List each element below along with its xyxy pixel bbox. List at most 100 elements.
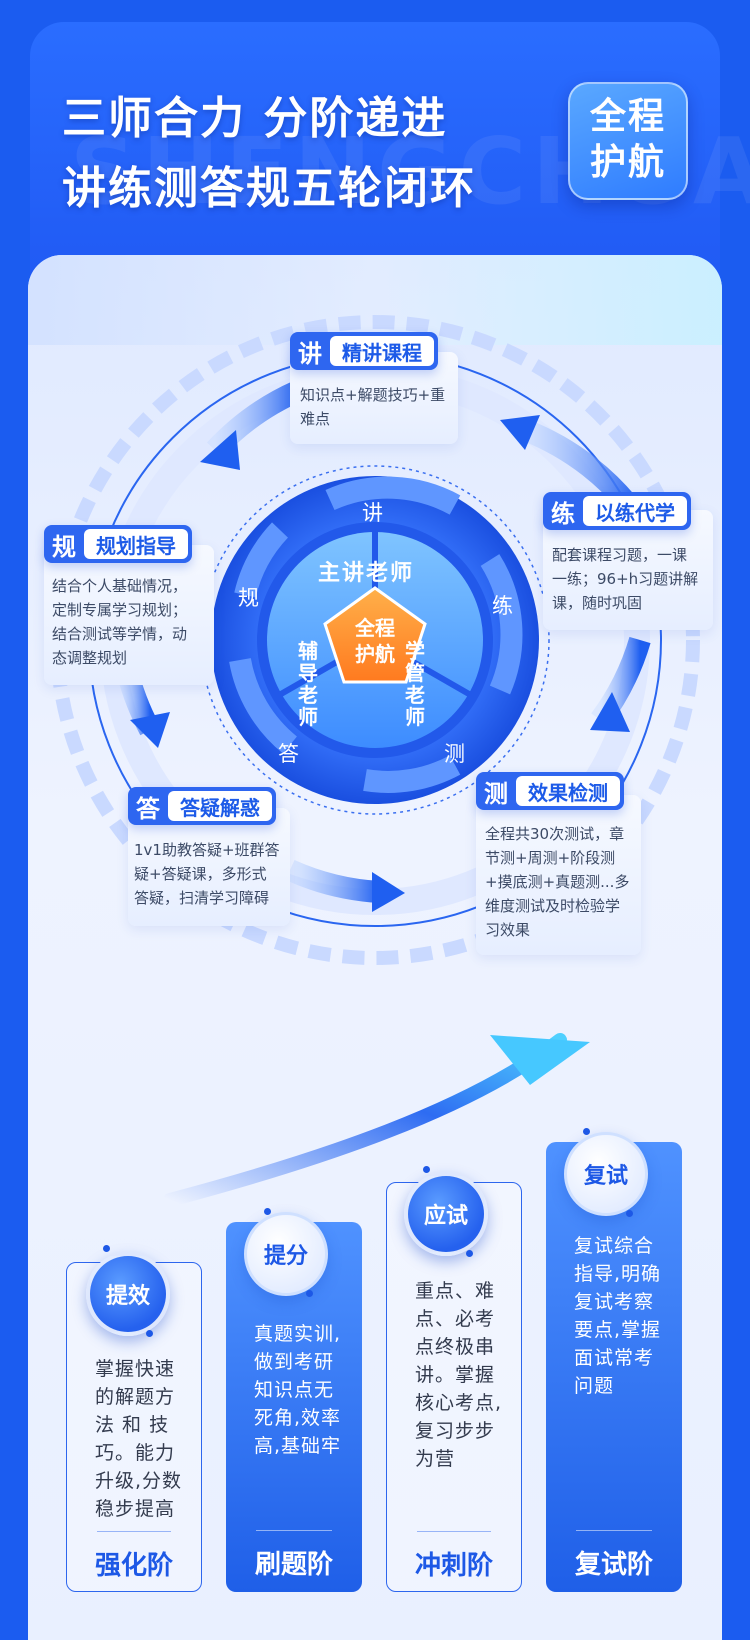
stage-line: 复试考察 — [574, 1291, 655, 1313]
card-line: 知识点+解题技巧+重 — [300, 386, 446, 404]
card-da-text: 1v1助教答疑+班群答 疑+答疑课，多形式 答疑，扫清学习障碍 — [134, 838, 294, 910]
card-gui-text: 结合个人基础情况， 定制专属学习规划； 结合测试等学情，动 态调整规划 — [52, 574, 217, 670]
card-line: 答疑，扫清学习障碍 — [134, 889, 270, 907]
ring-label-gui: 规 — [238, 586, 259, 610]
stage-divider — [576, 1530, 652, 1531]
swoosh-arrow — [163, 1033, 567, 1207]
stage-description: 复试综合 指导,明确 复试考察 要点,掌握 面试常考 问题 — [574, 1232, 666, 1400]
card-lian-text: 配套课程习题，一课 一练；96+h习题讲解 课，随时巩固 — [552, 543, 714, 615]
stage-description: 掌握快速 的解题方 法 和 技 巧。能力 升级,分数 稳步提高 — [95, 1355, 183, 1523]
bubble-dot — [466, 1250, 473, 1257]
arrow-left-head — [130, 712, 170, 748]
card-line: +摸底测+真题测...多 — [485, 873, 630, 891]
card-line: 疑+答疑课，多形式 — [134, 865, 267, 883]
stage-line: 重点、难 — [415, 1280, 496, 1302]
card-line: 结合个人基础情况， — [52, 577, 188, 595]
bubble-dot — [583, 1128, 590, 1135]
stage-name: 复试阶 — [574, 1550, 653, 1580]
stage-divider — [256, 1530, 332, 1531]
bubble-dot — [626, 1210, 633, 1217]
card-jiang-char: 讲 — [298, 339, 322, 368]
swoosh-arrow-head — [490, 1035, 590, 1085]
stage-line: 升级,分数 — [95, 1470, 183, 1492]
stage-line: 死角,效率 — [254, 1407, 342, 1429]
card-gui — [44, 545, 214, 685]
card-da-char: 答 — [136, 794, 160, 823]
segment-tutor: 辅导老师 — [298, 639, 318, 729]
disc-arrow-5 — [234, 522, 289, 598]
stage-line: 为营 — [415, 1448, 456, 1470]
arrow-top-left-head — [200, 430, 240, 470]
arrow-bottom-head — [372, 872, 405, 912]
header-badge-line-1: 全程 — [589, 96, 666, 137]
card-da-pill: 答疑解惑 — [168, 791, 272, 821]
step-bubble-tixiao: 提效 — [86, 1252, 170, 1336]
card-ce-pill: 效果检测 — [516, 776, 620, 806]
arrow-right-head — [590, 692, 630, 732]
segment-study-manager: 学管老师 — [405, 639, 425, 729]
card-line: 态调整规划 — [52, 649, 128, 667]
card-jiang-pill: 精讲课程 — [330, 336, 434, 366]
stage-name: 刷题阶 — [254, 1550, 333, 1580]
stage-line: 点终极串 — [415, 1336, 496, 1358]
card-line: 节测+周测+阶段测 — [485, 849, 616, 867]
center-label-line-1: 全程 — [355, 616, 395, 640]
card-line: 1v1助教答疑+班群答 — [134, 841, 280, 859]
stage-line: 面试常考 — [574, 1347, 655, 1369]
card-da-title: 答 答疑解惑 — [128, 787, 276, 825]
card-lian — [543, 510, 713, 630]
disc-arrow-3 — [363, 755, 461, 793]
stage-line: 要点,掌握 — [574, 1319, 662, 1341]
center-label-line-2: 护航 — [355, 642, 395, 666]
stage-line: 巧。能力 — [95, 1442, 176, 1464]
card-line: 维度测试及时检验学 — [485, 897, 621, 915]
stage-line: 指导,明确 — [574, 1263, 662, 1285]
headline-line-1: 三师合力 分阶递进 — [62, 93, 448, 144]
bubble-dot — [146, 1330, 153, 1337]
card-gui-pill: 规划指导 — [84, 529, 188, 559]
card-lian-char: 练 — [551, 499, 575, 528]
ring-label-lian: 练 — [492, 594, 513, 618]
card-lian-pill: 以练代学 — [583, 496, 687, 526]
disc-arrow-1 — [325, 476, 461, 515]
ring-label-jiang: 讲 — [362, 501, 383, 525]
bubble-dot — [306, 1290, 313, 1297]
card-jiang-title: 讲 精讲课程 — [290, 332, 438, 370]
card-ce — [476, 795, 641, 955]
panel-top-glow — [28, 255, 722, 345]
card-gui-title: 规 规划指导 — [44, 525, 192, 563]
disc-arrow-4 — [229, 657, 298, 754]
stage-line: 核心考点, — [415, 1392, 503, 1414]
card-line: 难点 — [300, 410, 331, 428]
stage-divider — [97, 1531, 171, 1532]
ring-label-da: 答 — [278, 742, 299, 766]
card-line: 课，随时巩固 — [552, 594, 643, 612]
stage-divider — [417, 1531, 491, 1532]
bubble-dot — [423, 1166, 430, 1173]
stage-line: 稳步提高 — [95, 1498, 176, 1520]
stage-column-retest: 复试综合 指导,明确 复试考察 要点,掌握 面试常考 问题 复试阶 — [546, 1142, 682, 1592]
stage-line: 复习步步 — [415, 1420, 496, 1442]
stage-name: 冲刺阶 — [414, 1551, 493, 1581]
stage-line: 高,基础牢 — [254, 1435, 342, 1457]
card-line: 定制专属学习规划； — [52, 601, 188, 619]
stage-line: 讲。掌握 — [415, 1364, 496, 1386]
arrow-top-right-head — [500, 415, 540, 450]
stage-line: 知识点无 — [254, 1379, 335, 1401]
card-gui-char: 规 — [52, 532, 76, 561]
step-bubble-tifen: 提分 — [244, 1212, 328, 1296]
card-ce-char: 测 — [484, 779, 508, 808]
stage-line: 法 和 技 — [95, 1414, 170, 1436]
bubble-dot — [264, 1208, 271, 1215]
card-ce-text: 全程共30次测试，章 节测+周测+阶段测 +摸底测+真题测...多 维度测试及时… — [485, 822, 645, 942]
step-bubble-fushi: 复试 — [564, 1132, 648, 1216]
stage-line: 问题 — [574, 1375, 615, 1397]
header-badge: 全程 护航 — [568, 82, 688, 200]
card-lian-title: 练 以练代学 — [543, 492, 691, 530]
center-pentagon — [323, 586, 427, 684]
card-ce-title: 测 效果检测 — [476, 772, 624, 810]
card-line: 习效果 — [485, 921, 531, 939]
headline-line-2: 讲练测答规五轮闭环 — [62, 163, 476, 214]
stage-description: 重点、难 点、必考 点终极串 讲。掌握 核心考点, 复习步步 为营 — [415, 1277, 507, 1473]
